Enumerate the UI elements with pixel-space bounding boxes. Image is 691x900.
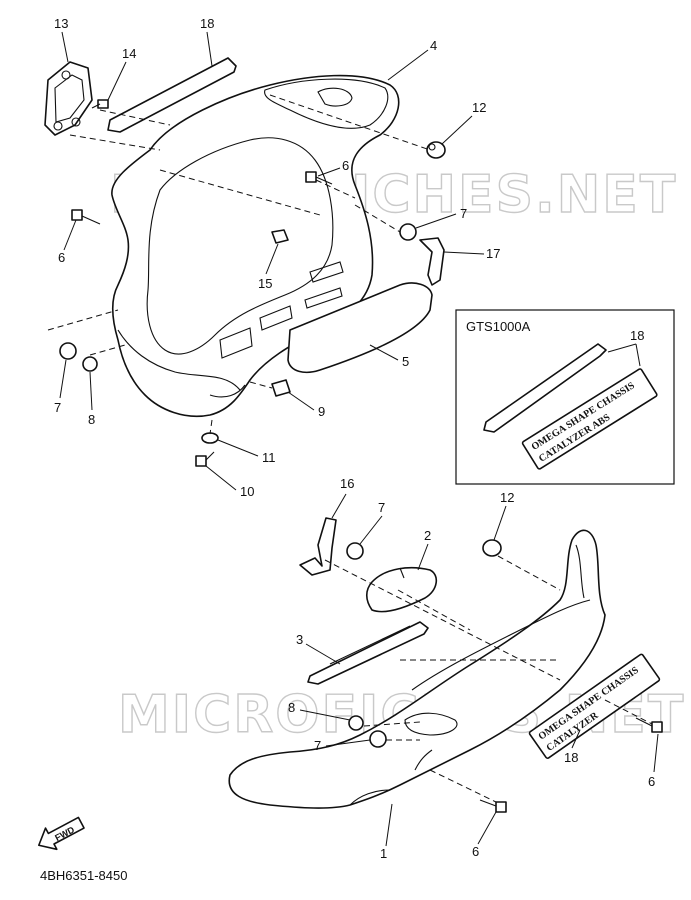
callout-7-left: 7 (54, 400, 61, 415)
washer-11 (201, 432, 219, 444)
strip-18-top (107, 57, 237, 133)
callout-2: 2 (424, 528, 431, 543)
grommet-7-left (59, 342, 77, 360)
callout-18-top: 18 (200, 16, 214, 31)
callouts: 13 14 18 4 12 6 6 7 17 15 5 7 8 9 11 10 … (54, 16, 659, 861)
grommet-7-bottom (369, 730, 387, 748)
callout-11: 11 (262, 450, 276, 465)
grommet-12-top (426, 141, 446, 159)
nut-8-low (348, 715, 364, 731)
callout-14: 14 (122, 46, 136, 61)
screw-10 (195, 451, 215, 467)
nut-8-left (82, 356, 98, 372)
callout-1: 1 (380, 846, 387, 861)
grommet-7-low (346, 542, 364, 560)
callout-10: 10 (240, 484, 254, 499)
clip-15 (271, 229, 289, 244)
callout-4: 4 (430, 38, 437, 53)
inset-gts1000a: GTS1000A 18 OMEGA SHAPE CHASSIS CATALYZE… (455, 309, 675, 485)
callout-7-low: 7 (378, 500, 385, 515)
panel-2 (365, 566, 438, 613)
fwd-arrow-icon: FWD (38, 816, 85, 851)
screw-6-top (305, 171, 333, 185)
screw-6-bottom (479, 799, 507, 813)
callout-5: 5 (402, 354, 409, 369)
callout-13: 13 (54, 16, 68, 31)
screw-6-left (71, 209, 101, 225)
callout-6-top: 6 (342, 158, 349, 173)
inset-callout-18: 18 (630, 328, 644, 343)
inset-label: GTS1000A (466, 319, 531, 334)
bracket-16 (299, 517, 337, 576)
part-code: 4BH6351-8450 (40, 868, 127, 883)
grommet-12-low (482, 539, 502, 557)
callout-7-mid: 7 (460, 206, 467, 221)
callout-6-right: 6 (648, 774, 655, 789)
callout-12-top: 12 (472, 100, 486, 115)
callout-7-bottom: 7 (314, 738, 321, 753)
bracket-13 (44, 61, 93, 136)
assembly-lines-bottom (324, 555, 653, 803)
callout-3: 3 (296, 632, 303, 647)
screw-6-right (635, 717, 663, 733)
callout-9: 9 (318, 404, 325, 419)
callout-16: 16 (340, 476, 354, 491)
grommet-7-mid (399, 223, 417, 241)
screw-14 (91, 99, 109, 109)
callout-8-low: 8 (288, 700, 295, 715)
callout-15: 15 (258, 276, 272, 291)
assembly-lines-top (47, 94, 431, 435)
upper-cowling (111, 74, 433, 418)
callout-12-low: 12 (500, 490, 514, 505)
callout-8-left: 8 (88, 412, 95, 427)
strip-3 (307, 621, 429, 685)
bracket-17 (419, 237, 445, 286)
callout-6-left: 6 (58, 250, 65, 265)
callout-6-bottom: 6 (472, 844, 479, 859)
clip-9 (271, 379, 291, 397)
callout-17: 17 (486, 246, 500, 261)
callout-18-low: 18 (564, 750, 578, 765)
